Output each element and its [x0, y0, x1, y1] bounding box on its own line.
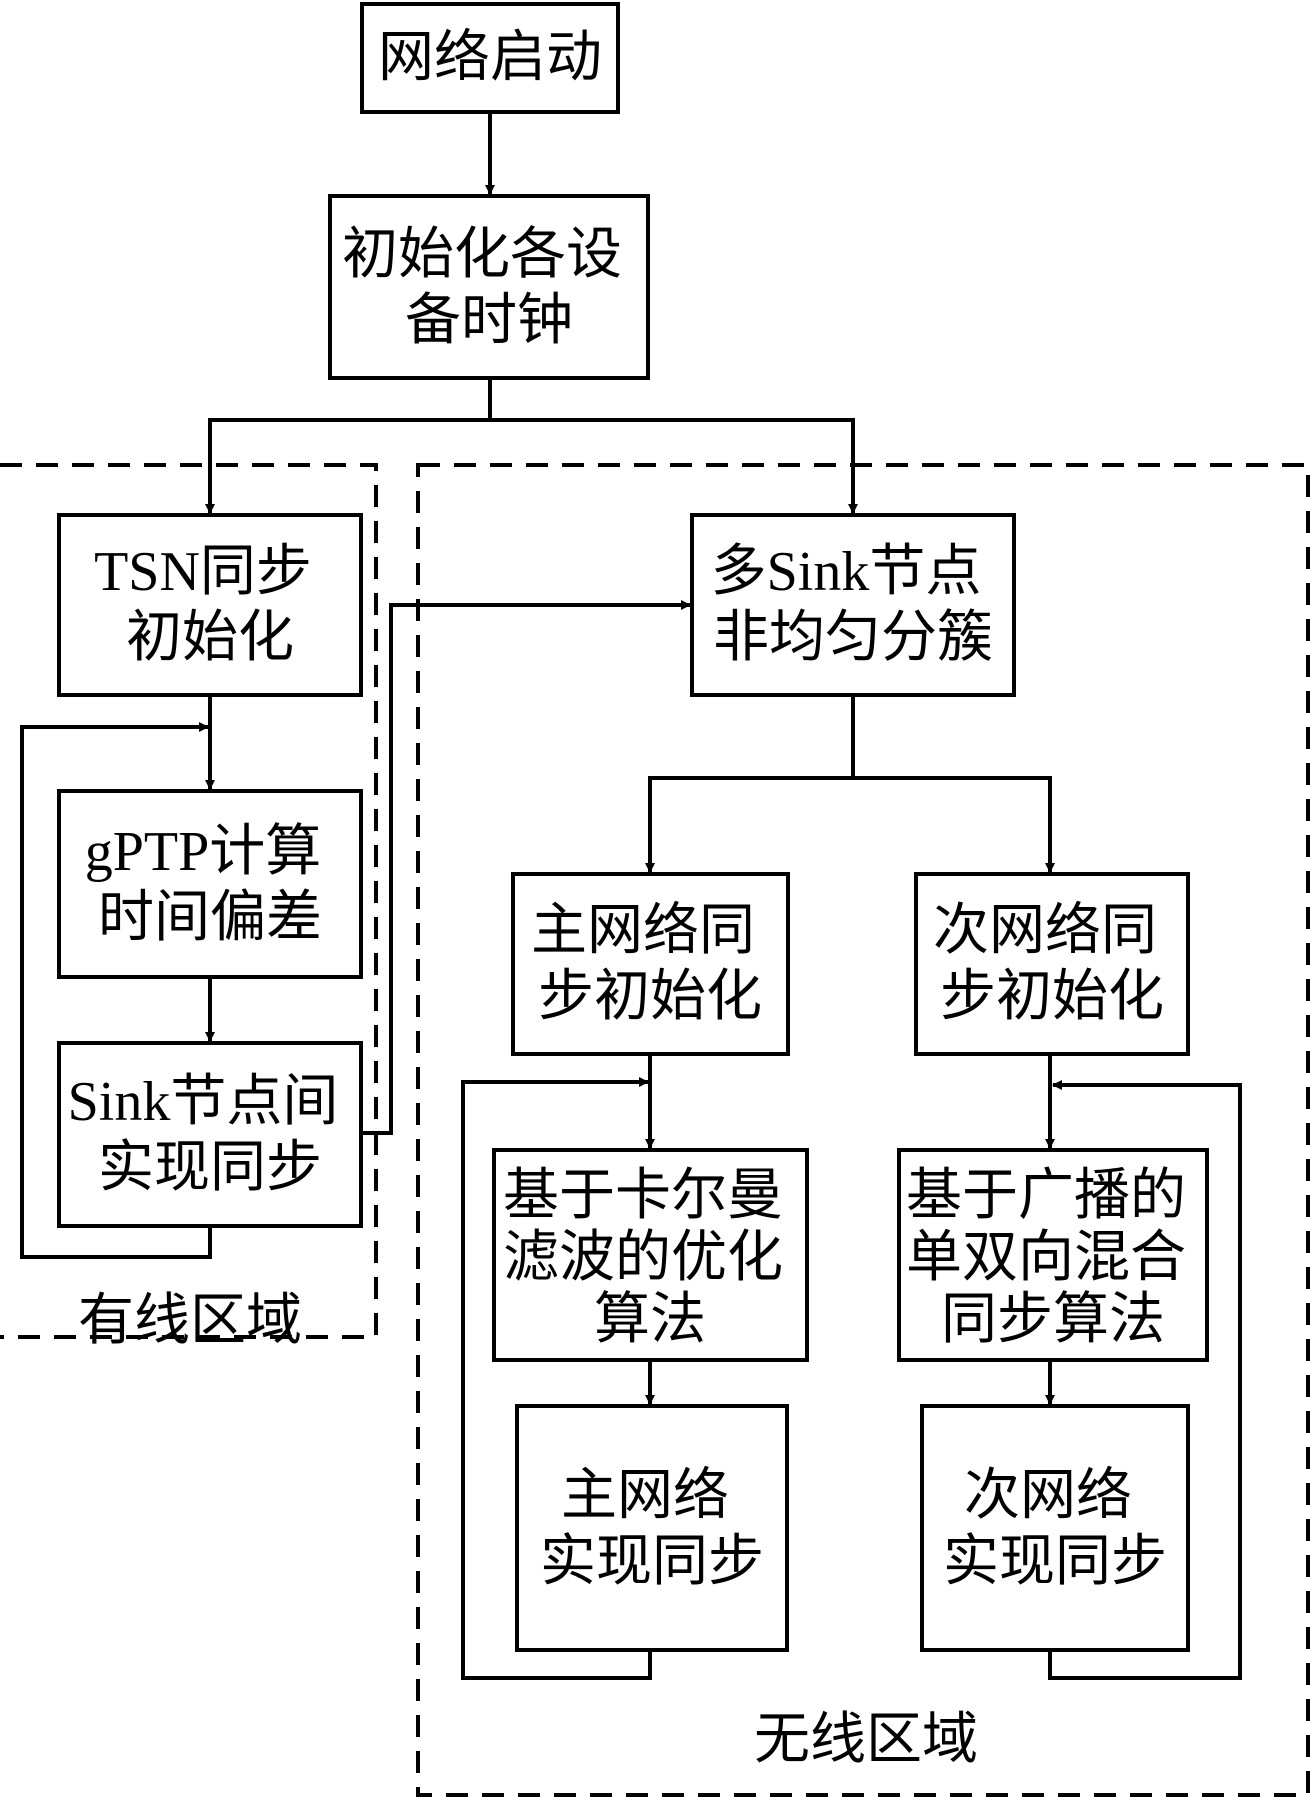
svg-text:基于广播的 单双向混合 同步算法: 基于广播的 单双向混合 同步算法: [906, 1165, 1200, 1351]
node-kalman-line-1: 基于卡尔曼: [503, 1165, 783, 1227]
wireless-region-label: 无线区域: [754, 1709, 978, 1771]
node-start: 网络启动: [360, 2, 620, 114]
edges: [20, 112, 1242, 1680]
node-init-clocks-line-1: 初始化各设: [342, 224, 622, 286]
node-gptp-line-2: 时间偏差: [98, 887, 322, 949]
node-kalman-line-2: 滤波的优化: [503, 1227, 783, 1289]
svg-text:主网络同 步初始化: 主网络同 步初始化: [531, 900, 769, 1028]
svg-text:次网络 实现同步: 次网络 实现同步: [943, 1465, 1167, 1593]
node-sub-sync: 次网络 实现同步: [920, 1404, 1190, 1652]
edge-cluster-sub: [853, 776, 1055, 873]
edge-sink-loop: [20, 722, 212, 1259]
svg-text:网络启动: 网络启动: [378, 27, 602, 89]
node-sink-sync: Sink节点间 实现同步: [57, 1041, 363, 1228]
node-main-init: 主网络同 步初始化: [511, 872, 790, 1056]
node-sub-sync-line-1: 次网络: [964, 1465, 1132, 1527]
edge-subsync-loop: [1048, 1080, 1242, 1680]
node-main-sync-line-2: 实现同步: [540, 1531, 764, 1593]
wireless-region: 无线区域: [416, 463, 1310, 1797]
node-tsn-init-line-2: 初始化: [126, 607, 294, 669]
node-broadcast-line-3: 同步算法: [941, 1289, 1165, 1351]
svg-text:初始化各设 备时钟: 初始化各设 备时钟: [342, 224, 636, 352]
node-sub-sync-line-2: 实现同步: [943, 1531, 1167, 1593]
svg-text:基于卡尔曼 滤波的优化 算法: 基于卡尔曼 滤波的优化 算法: [503, 1165, 797, 1351]
svg-text:主网络 实现同步: 主网络 实现同步: [540, 1465, 764, 1593]
wired-region: 有线区域: [0, 463, 378, 1352]
node-sub-init-line-1: 次网络同: [933, 900, 1157, 962]
node-broadcast: 基于广播的 单双向混合 同步算法: [897, 1148, 1209, 1362]
svg-text:多Sink节点 非均匀分簇: 多Sink节点 非均匀分簇: [711, 541, 996, 669]
node-sub-init-line-2: 步初始化: [940, 966, 1164, 1028]
svg-text:gPTP计算 时间偏差: gPTP计算 时间偏差: [85, 821, 336, 949]
node-gptp: gPTP计算 时间偏差: [57, 789, 363, 979]
node-kalman-line-3: 算法: [594, 1289, 706, 1351]
node-main-init-line-1: 主网络同: [531, 900, 755, 962]
node-main-init-line-2: 步初始化: [538, 966, 762, 1028]
node-main-sync-line-1: 主网络: [561, 1465, 729, 1527]
node-cluster-line-2: 非均匀分簇: [713, 607, 993, 669]
svg-text:TSN同步 初始化: TSN同步 初始化: [94, 541, 326, 669]
node-kalman: 基于卡尔曼 滤波的优化 算法: [492, 1148, 809, 1362]
node-sub-init: 次网络同 步初始化: [914, 872, 1190, 1056]
node-start-line: 网络启动: [378, 27, 602, 89]
svg-text:Sink节点间 实现同步: Sink节点间 实现同步: [68, 1071, 353, 1199]
node-init-clocks: 初始化各设 备时钟: [328, 194, 650, 380]
node-gptp-line-1: gPTP计算: [85, 821, 322, 883]
svg-text:次网络同 步初始化: 次网络同 步初始化: [933, 900, 1171, 1028]
edge-sink-cluster: [361, 600, 691, 1135]
node-cluster: 多Sink节点 非均匀分簇: [690, 513, 1016, 697]
node-tsn-init: TSN同步 初始化: [57, 513, 363, 697]
edge-init-tsn: [205, 378, 492, 514]
node-cluster-line-1: 多Sink节点: [711, 541, 982, 603]
node-sink-sync-line-1: Sink节点间: [68, 1071, 339, 1133]
node-main-sync: 主网络 实现同步: [515, 1404, 789, 1652]
node-tsn-init-line-1: TSN同步: [94, 541, 312, 603]
node-sink-sync-line-2: 实现同步: [98, 1137, 322, 1199]
wired-region-label: 有线区域: [78, 1290, 302, 1352]
node-init-clocks-line-2: 备时钟: [405, 290, 573, 352]
node-broadcast-line-1: 基于广播的: [906, 1165, 1186, 1227]
node-broadcast-line-2: 单双向混合: [906, 1227, 1186, 1289]
edge-init-cluster: [490, 418, 858, 514]
edge-mainsync-loop: [461, 1077, 652, 1680]
edge-cluster-main: [645, 695, 855, 873]
